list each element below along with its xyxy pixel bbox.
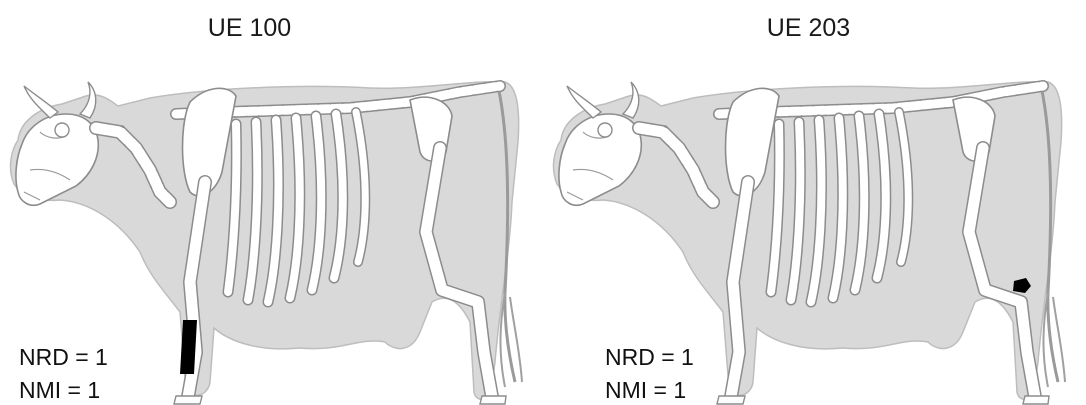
nmi-label: NMI = 1 <box>605 377 686 404</box>
nrd-label: NRD = 1 <box>19 344 108 371</box>
panel-ue-203: UE 203 NRD = 1 NMI = 1 <box>543 0 1086 405</box>
panel-title: UE 203 <box>537 14 1080 43</box>
panel-ue-100: UE 100 NRD = 1 NMI = 1 <box>0 0 543 405</box>
panel-title: UE 100 <box>0 14 521 43</box>
nrd-label: NRD = 1 <box>605 344 694 371</box>
nmi-label: NMI = 1 <box>19 377 100 404</box>
highlighted-metacarpal <box>180 320 197 374</box>
